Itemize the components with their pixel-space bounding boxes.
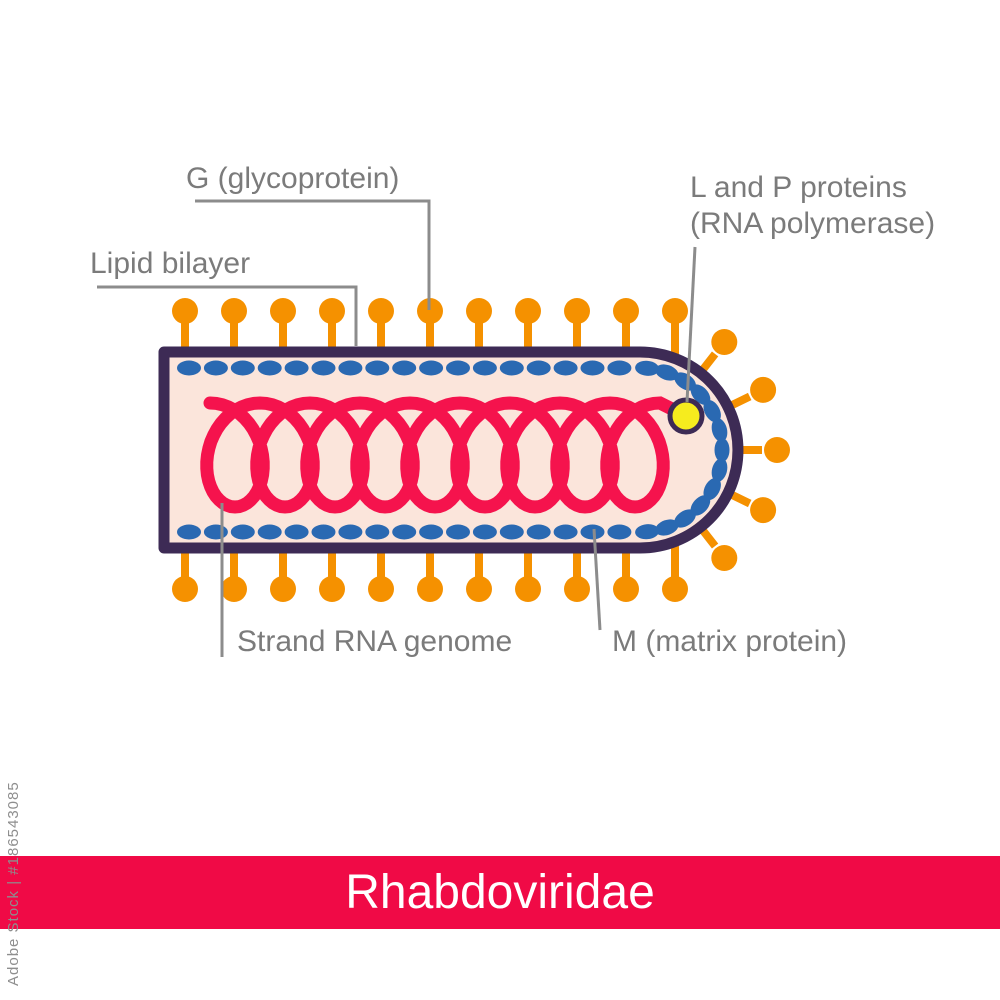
matrix-dot xyxy=(311,524,336,540)
matrix-dot xyxy=(553,524,578,540)
watermark: Adobe Stock | #186543085 xyxy=(5,781,22,986)
matrix-dot xyxy=(499,524,524,540)
matrix-dot xyxy=(257,360,282,376)
matrix-dot xyxy=(419,360,444,376)
label-lp-proteins-line2: (RNA polymerase) xyxy=(690,207,935,240)
matrix-dot xyxy=(311,360,336,376)
matrix-dot xyxy=(714,438,730,462)
glycoprotein-spike-head xyxy=(515,576,541,602)
matrix-dot xyxy=(703,399,721,423)
matrix-dot xyxy=(284,360,309,376)
glycoprotein-spike-head xyxy=(750,497,777,524)
matrix-dot xyxy=(635,524,660,540)
glycoprotein-spike-head xyxy=(417,298,443,324)
matrix-dot xyxy=(392,524,417,540)
matrix-dot xyxy=(674,509,696,528)
glycoprotein-spike-head xyxy=(564,576,590,602)
matrix-dot xyxy=(365,524,390,540)
matrix-dot xyxy=(655,364,679,381)
matrix-dot xyxy=(580,524,605,540)
matrix-dot xyxy=(472,524,497,540)
matrix-dot xyxy=(177,524,201,540)
matrix-dot xyxy=(580,360,605,376)
glycoprotein-spike-head xyxy=(613,298,639,324)
glycoprotein-spike-head xyxy=(270,576,296,602)
matrix-dot xyxy=(257,524,282,540)
matrix-dot xyxy=(338,360,363,376)
glycoprotein-spike-head xyxy=(613,576,639,602)
glycoprotein-spike-head xyxy=(319,298,345,324)
leader-lines xyxy=(97,199,697,657)
matrix-dot xyxy=(177,360,201,376)
glycoprotein-spike-head xyxy=(221,298,247,324)
glycoprotein-spike-head xyxy=(221,576,247,602)
matrix-dot xyxy=(674,372,696,391)
glycoprotein-spike-head xyxy=(270,298,296,324)
label-lipid-bilayer: Lipid bilayer xyxy=(90,247,250,280)
glycoprotein-spike-head xyxy=(172,298,198,324)
matrix-dot xyxy=(711,458,728,482)
glycoprotein-spike-head xyxy=(711,545,738,571)
matrix-dot xyxy=(690,495,711,516)
matrix-dot xyxy=(446,360,470,376)
glycoprotein-spike-head xyxy=(417,576,443,602)
matrix-dot xyxy=(607,524,632,540)
matrix-dot xyxy=(635,360,660,376)
glycoprotein-spike-head xyxy=(750,376,777,403)
label-rna-genome: Strand RNA genome xyxy=(237,625,512,658)
glycoprotein-spike-head xyxy=(711,329,738,355)
matrix-dot xyxy=(284,524,309,540)
glycoprotein-spike-head xyxy=(764,437,790,463)
virion-envelope xyxy=(158,346,744,554)
matrix-dot xyxy=(392,360,417,376)
matrix-dot xyxy=(203,360,228,376)
title-banner: Rhabdoviridae xyxy=(0,856,1000,929)
polymerase-circle xyxy=(667,397,705,435)
glycoprotein-spike-head xyxy=(564,298,590,324)
label-matrix-protein: M (matrix protein) xyxy=(612,625,847,658)
glycoprotein-spike-head xyxy=(368,298,394,324)
matrix-dot xyxy=(655,519,679,536)
glycoprotein-spike-head xyxy=(662,298,688,324)
rna-genome-coil xyxy=(200,396,693,514)
virion-body xyxy=(158,346,744,554)
matrix-dot xyxy=(446,524,470,540)
glycoprotein-spike-head xyxy=(466,576,492,602)
matrix-dot xyxy=(365,360,390,376)
matrix-dot xyxy=(703,477,721,501)
glycoprotein-spike-head xyxy=(172,576,198,602)
glycoprotein-spike-head xyxy=(319,576,345,602)
matrix-dot xyxy=(711,418,728,442)
glycoprotein-spike-head xyxy=(515,298,541,324)
matrix-dot xyxy=(526,524,551,540)
matrix-dot xyxy=(203,524,228,540)
matrix-dot xyxy=(690,384,711,405)
leader-matrix-protein xyxy=(592,528,602,631)
banner-title: Rhabdoviridae xyxy=(345,866,655,919)
matrix-dot xyxy=(230,524,255,540)
banner-background xyxy=(0,856,1000,929)
leader-lipid-bilayer xyxy=(97,285,358,346)
matrix-dot xyxy=(419,524,444,540)
label-lp-proteins-line1: L and P proteins xyxy=(690,171,907,204)
matrix-dot xyxy=(472,360,497,376)
matrix-protein-dots xyxy=(177,360,730,540)
matrix-dot xyxy=(499,360,524,376)
matrix-dot xyxy=(230,360,255,376)
glycoprotein-spike-head xyxy=(662,576,688,602)
matrix-dot xyxy=(607,360,632,376)
matrix-dot xyxy=(338,524,363,540)
leader-lp-proteins xyxy=(685,246,697,403)
glycoprotein-spike-head xyxy=(368,576,394,602)
matrix-dot xyxy=(526,360,551,376)
glycoprotein-spike-head xyxy=(466,298,492,324)
label-g-glycoprotein: G (glycoprotein) xyxy=(186,162,399,195)
matrix-dot xyxy=(553,360,578,376)
leader-g-glycoprotein xyxy=(195,199,431,310)
